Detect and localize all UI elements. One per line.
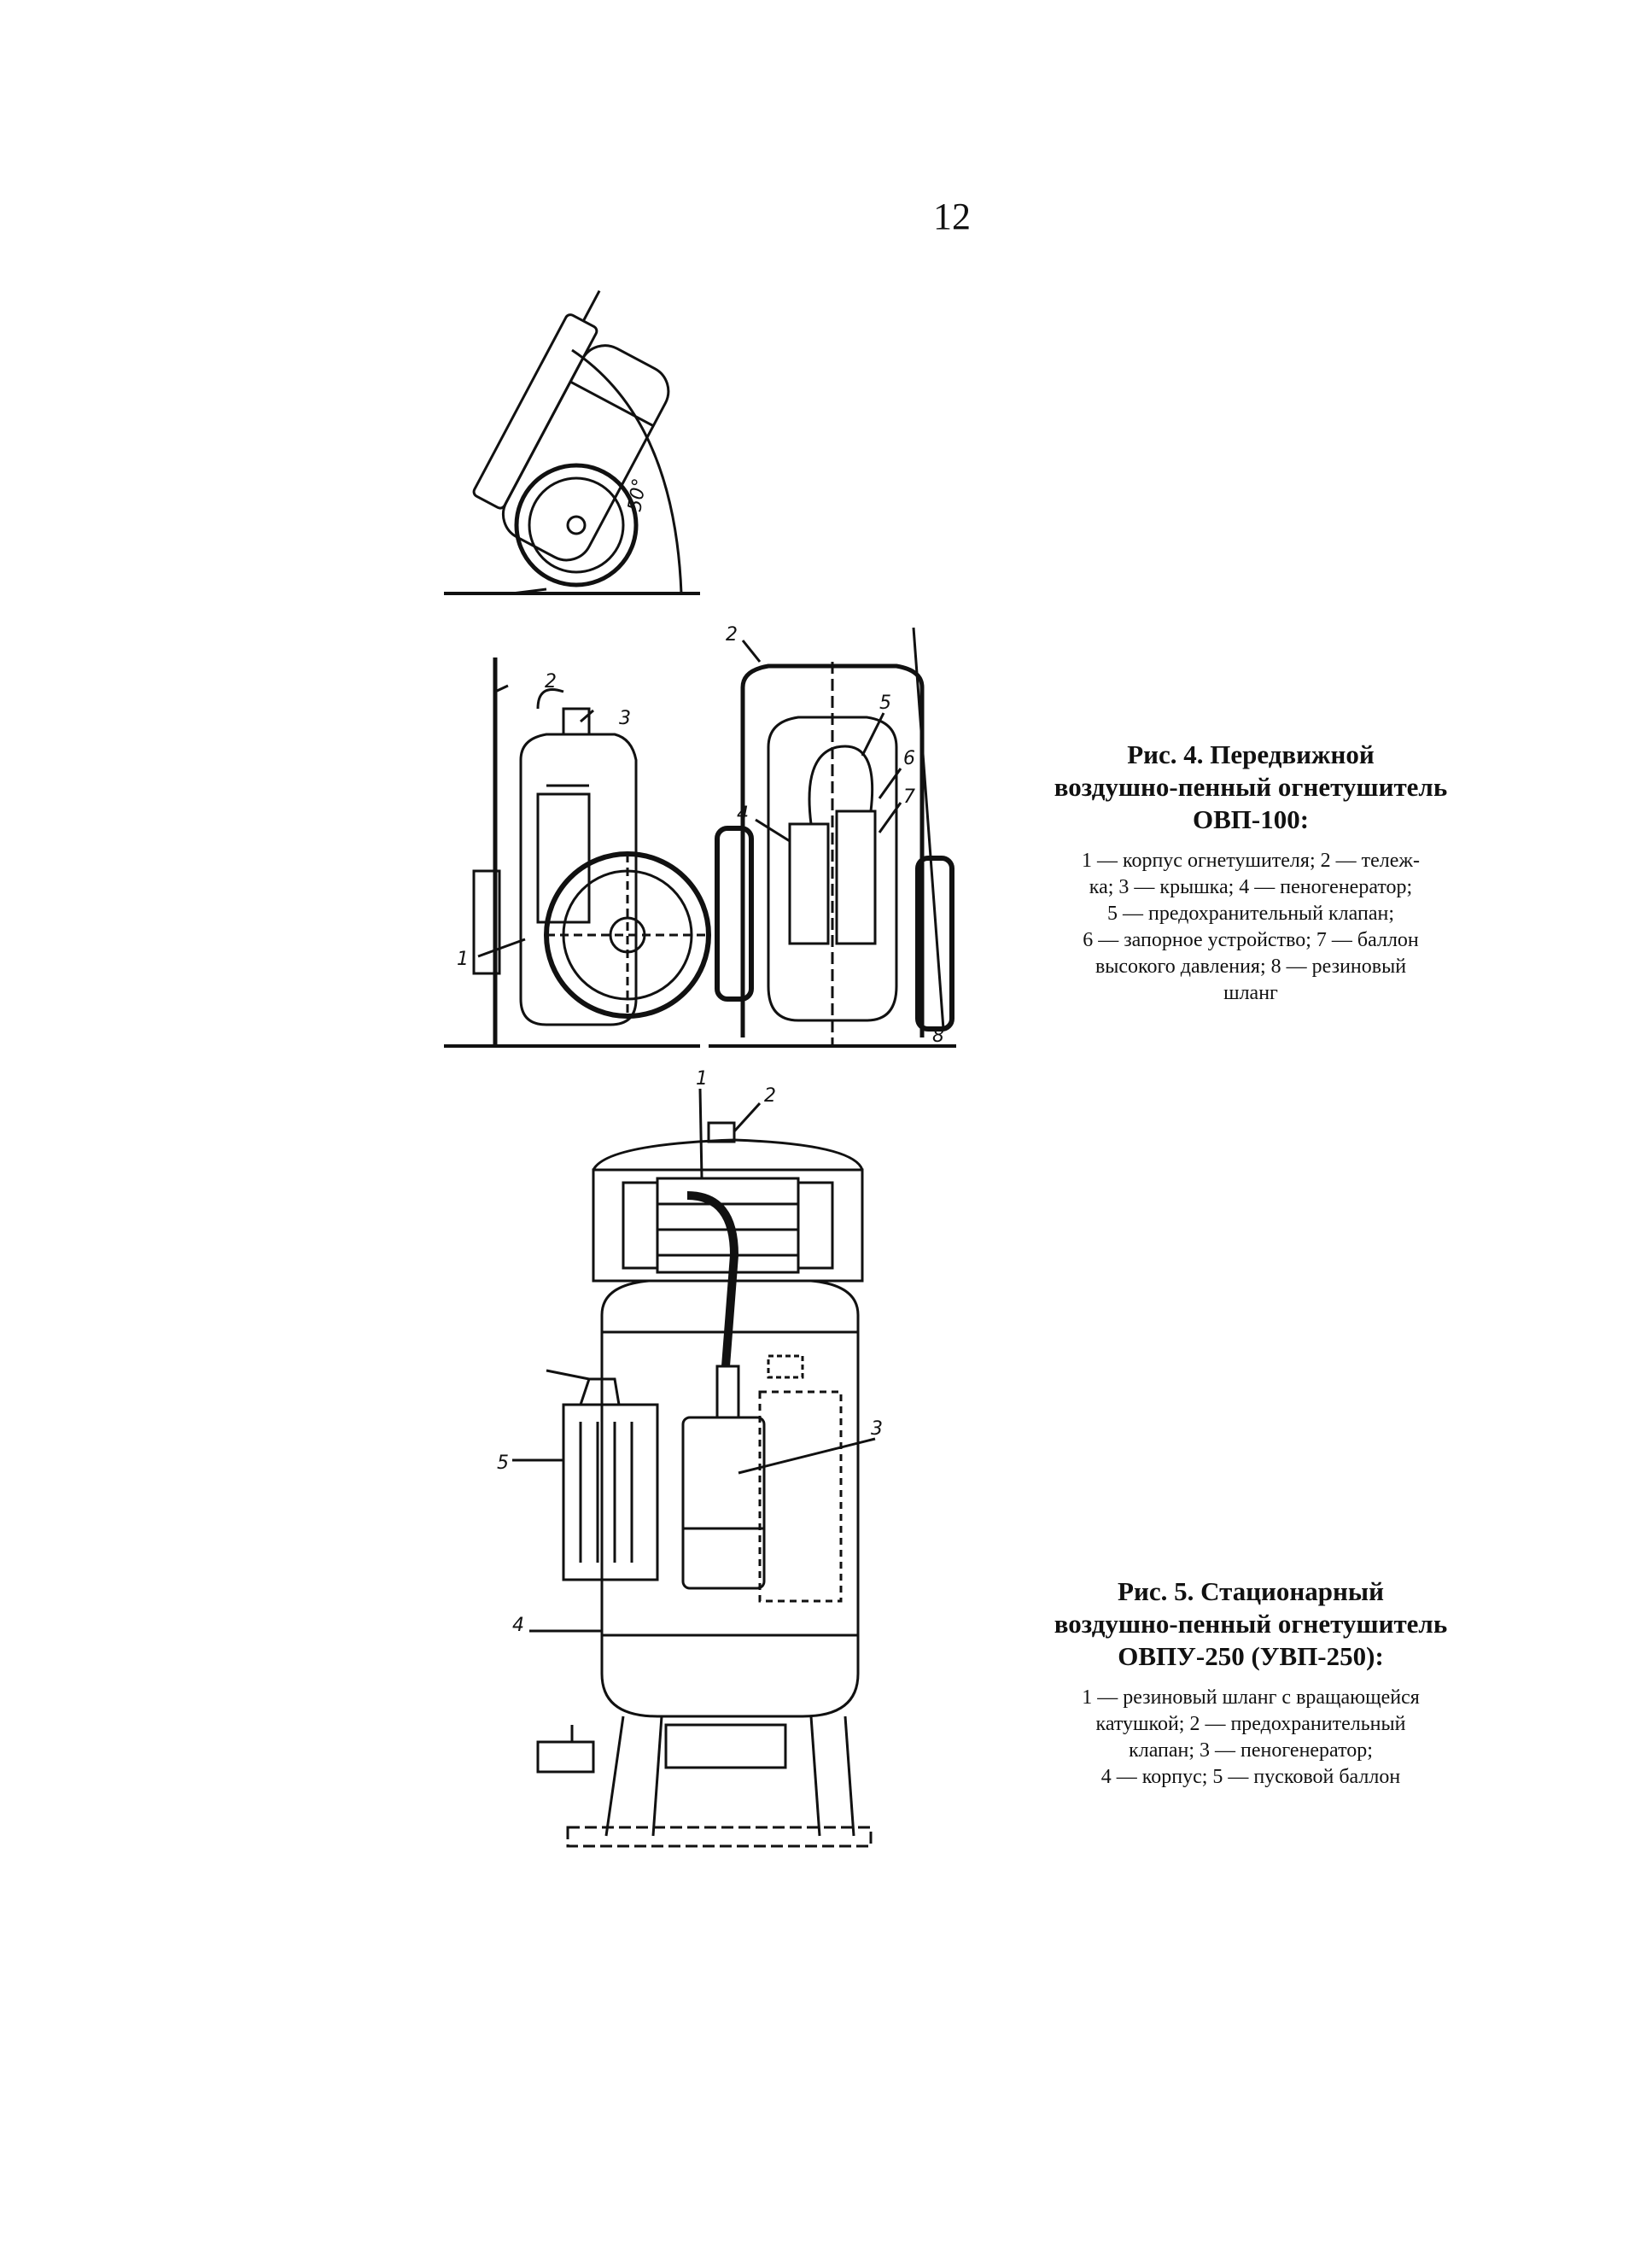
figure5-caption-title: Рис. 5. Стационарный воздушно-пенный огн… (1054, 1576, 1448, 1671)
figure4-caption: Рис. 4. Передвижной воздушно-пенный огне… (990, 739, 1511, 1007)
callout-3: 3 (619, 708, 631, 729)
angle-label: 50° (624, 476, 651, 513)
figure5-drawing: 1 2 3 4 5 (497, 1068, 883, 1848)
callout-3: 3 (871, 1418, 883, 1440)
callout-2: 2 (545, 671, 557, 693)
figure4-caption-legend: 1 — корпус огнетушителя; 2 — тележ- ка; … (1082, 850, 1420, 1004)
callout-4: 4 (512, 1615, 524, 1636)
callout-4: 4 (737, 804, 749, 825)
page-number: 12 (933, 196, 971, 237)
callout-5: 5 (497, 1452, 509, 1474)
callout-7: 7 (903, 786, 915, 808)
callout-2: 2 (764, 1085, 776, 1107)
callout-2-front: 2 (726, 624, 738, 646)
callout-1: 1 (457, 949, 469, 970)
figure4-side-view: 2 3 1 (444, 658, 711, 1048)
figure5-caption-legend: 1 — резиновый шланг с вращающейся катушк… (1082, 1686, 1420, 1788)
callout-5: 5 (879, 693, 891, 714)
callout-8: 8 (932, 1026, 944, 1047)
figure4-front-view: 2 5 6 7 4 8 (709, 624, 956, 1048)
figure4-tilted-view: 50° (444, 289, 700, 595)
callout-1: 1 (696, 1068, 708, 1090)
figure5-caption: Рис. 5. Стационарный воздушно-пенный огн… (990, 1575, 1511, 1791)
callout-6: 6 (903, 748, 915, 769)
figure4-caption-title: Рис. 4. Передвижной воздушно-пенный огне… (1054, 739, 1448, 834)
